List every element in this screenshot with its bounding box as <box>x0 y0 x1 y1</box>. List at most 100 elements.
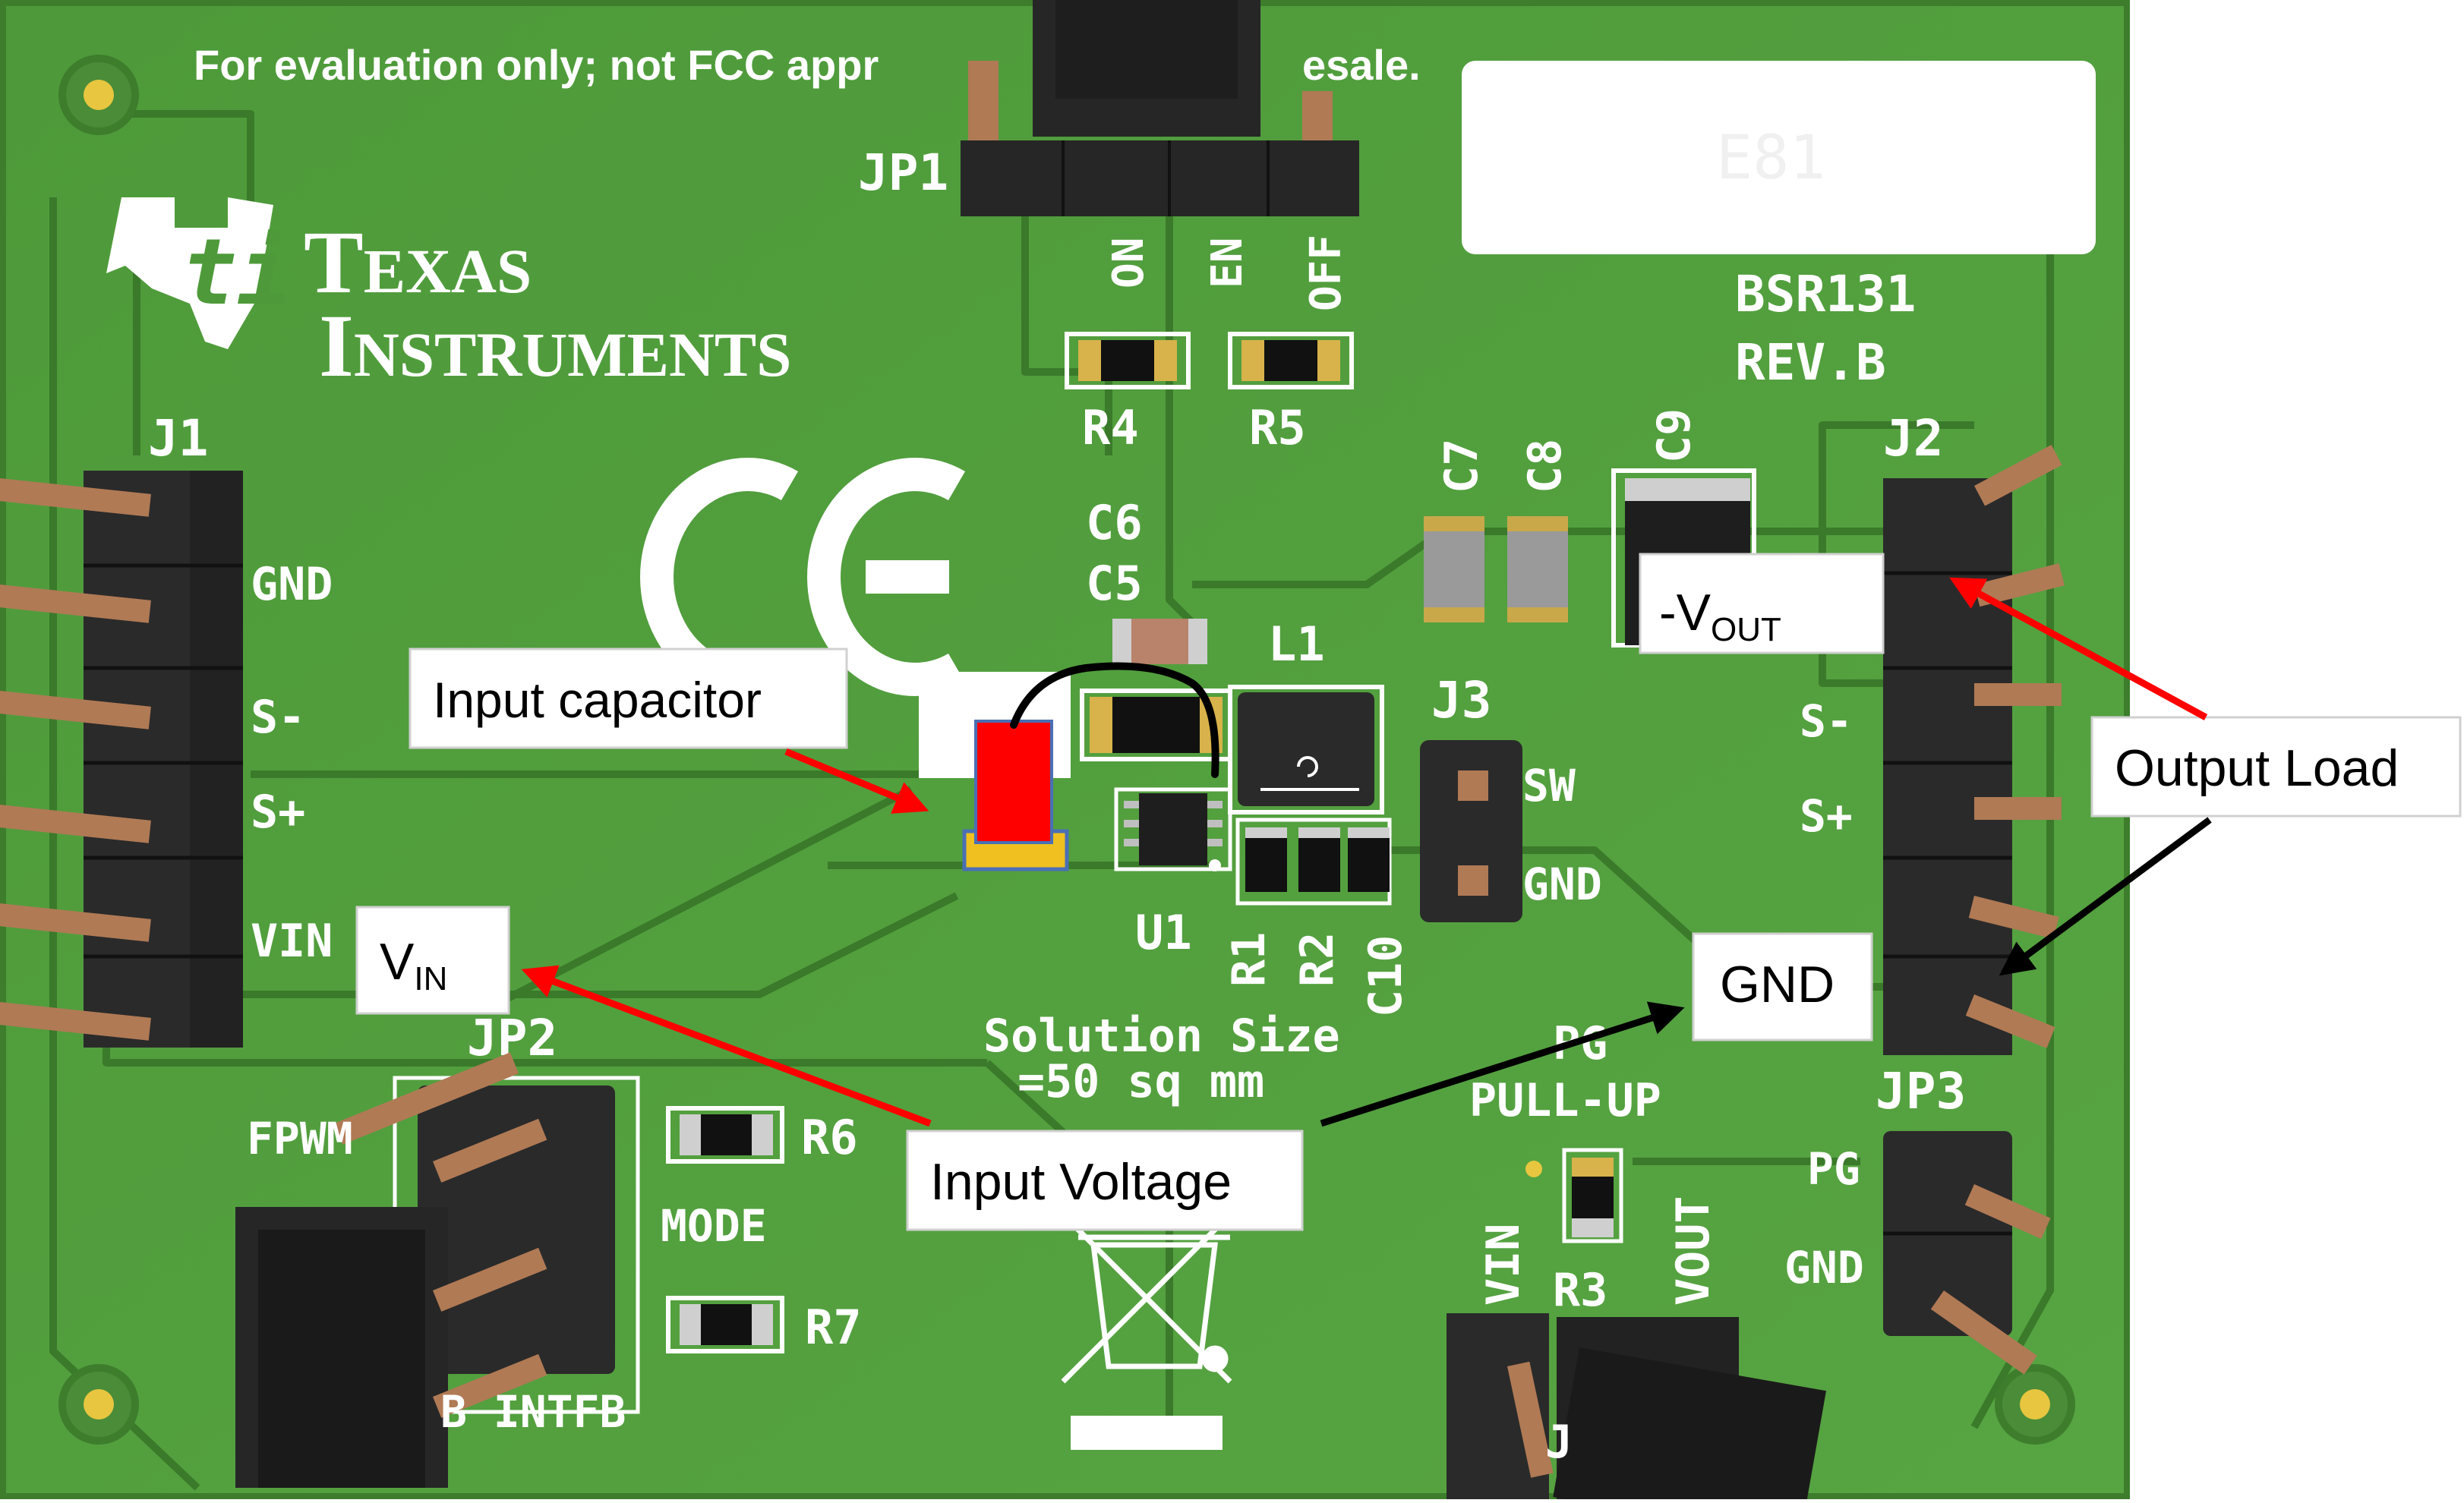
j1-pin-gnd: GND <box>251 558 333 611</box>
jp1-label: JP1 <box>858 143 948 202</box>
weee-bin-icon <box>1061 1212 1232 1384</box>
ti-logo: ti Texas Instruments <box>106 197 791 395</box>
jp4-pin-r3: R3 <box>1553 1264 1607 1317</box>
jp3-pin-pg: PG <box>1807 1143 1860 1195</box>
mounting-holes <box>58 55 2075 1445</box>
j2-pin-s-minus: S- <box>1800 695 1853 747</box>
jp2-pin-fpwm: FPWM <box>247 1113 353 1164</box>
r6-label: R6 <box>801 1110 858 1165</box>
fcc-notice: For evaluation only; not FCC appr <box>194 41 879 89</box>
vin-main: V <box>380 933 415 991</box>
model-label: BSR131 <box>1735 265 1916 323</box>
jp3-label: JP3 <box>1876 1062 1966 1120</box>
c10-label: C10 <box>1359 935 1412 1017</box>
solution-size-line2: =50 sq mm <box>1017 1055 1264 1108</box>
jp3-header <box>1883 1131 2051 1375</box>
jp1-pin-off: OFF <box>1301 235 1351 311</box>
u1-label: U1 <box>1135 905 1192 960</box>
vout-prefix: -V <box>1659 584 1712 641</box>
j2-pin-s-plus: S+ <box>1800 790 1853 842</box>
solution-size-line1: Solution Size <box>983 1010 1340 1063</box>
c6-label: C6 <box>1086 495 1143 550</box>
j1-label: J1 <box>148 409 208 468</box>
r6-resistor <box>666 1106 784 1164</box>
jp4-header <box>1447 1313 1826 1503</box>
j2-label: J2 <box>1883 409 1943 468</box>
jp1-pin-on: ON <box>1104 238 1153 288</box>
output-load-callout <box>2090 716 2462 818</box>
input-voltage-callout <box>906 1130 1304 1231</box>
weee-bar <box>1071 1416 1223 1450</box>
jp2-label: JP2 <box>467 1009 557 1067</box>
vout-callout <box>1639 553 1885 654</box>
r5-resistor <box>1228 332 1354 389</box>
vout-subscript: OUT <box>1711 611 1781 648</box>
input-capacitor-callout <box>409 648 848 749</box>
c5-label: C5 <box>1086 556 1143 611</box>
jp2-bottom-label: B INTFB <box>440 1386 626 1438</box>
gnd-arrow <box>1320 1001 1685 1127</box>
c7-label: C7 <box>1435 439 1488 493</box>
input-voltage-arrow <box>521 965 932 1127</box>
u1-ic <box>1114 787 1232 871</box>
brand-line1: Texas <box>304 213 532 312</box>
jp3-pin-gnd: GND <box>1784 1242 1864 1293</box>
output-load-arrow-red <box>1949 577 2208 720</box>
label-sticker-text: E81 <box>1716 122 1826 193</box>
fcc-notice-tail: esale. <box>1302 41 1421 89</box>
c5-capacitor <box>1112 619 1207 664</box>
input-voltage-text: Input Voltage <box>930 1153 1232 1211</box>
jp4-pin-vin: VIN <box>1477 1224 1530 1306</box>
input-cap-highlight <box>974 720 1053 844</box>
output-load-text: Output Load <box>2115 739 2399 797</box>
r7-label: R7 <box>805 1300 862 1355</box>
j2-header <box>1883 445 2065 1055</box>
jp4-pin-vout: VOUT <box>1667 1196 1720 1306</box>
vin-callout <box>355 906 510 1015</box>
j1-header <box>0 471 243 1048</box>
r3-resistor <box>1525 1148 1623 1243</box>
j3-header <box>1420 740 1522 922</box>
gnd-callout-text: GND <box>1720 956 1835 1013</box>
j3-pin-gnd: GND <box>1522 859 1602 910</box>
j1-pin-s-minus: S- <box>251 691 305 744</box>
vin-callout-text: VIN <box>380 933 447 997</box>
c7-capacitor <box>1424 516 1484 622</box>
jp2-header <box>235 1052 640 1488</box>
j1-pin-s-plus: S+ <box>251 786 305 839</box>
jp1-header <box>961 0 1359 216</box>
r7-resistor <box>666 1296 784 1353</box>
jp4-label: J <box>1545 1416 1573 1469</box>
j1-pin-vin: VIN <box>251 915 333 968</box>
input-capacitor-arrow <box>784 748 929 814</box>
r4-label: R4 <box>1082 400 1139 455</box>
r2-label: R2 <box>1291 932 1344 987</box>
c8-label: C8 <box>1519 439 1572 493</box>
r5-label: R5 <box>1249 400 1306 455</box>
r4-resistor <box>1065 332 1191 389</box>
r1-r2-c10-parts <box>1235 818 1392 906</box>
l1-inductor <box>1228 685 1384 815</box>
output-load-arrow-black <box>1999 817 2212 976</box>
jp2-pin-mode: MODE <box>661 1200 767 1252</box>
gnd-callout <box>1692 932 1873 1041</box>
j3-label: J3 <box>1431 671 1491 729</box>
input-cap-connection <box>1010 662 1219 778</box>
j3-pin-sw: SW <box>1522 760 1576 811</box>
l1-label: L1 <box>1268 616 1325 672</box>
revision-label: REV.B <box>1735 333 1886 392</box>
vin-subscript: IN <box>414 960 447 997</box>
brand-line2: Instruments <box>319 296 791 395</box>
input-capacitor-text: Input capacitor <box>433 672 762 728</box>
label-sticker <box>1462 61 2096 254</box>
svg-text:ti: ti <box>182 220 292 326</box>
c9-label: C9 <box>1648 408 1701 463</box>
r1-label: R1 <box>1223 932 1276 987</box>
jp1-pin-en: EN <box>1203 238 1252 288</box>
vout-callout-text: -VOUT <box>1659 584 1781 648</box>
c8-capacitor <box>1507 516 1568 622</box>
pg-pullup-line2: PULL-UP <box>1469 1074 1661 1127</box>
texas-state-icon <box>106 197 273 349</box>
